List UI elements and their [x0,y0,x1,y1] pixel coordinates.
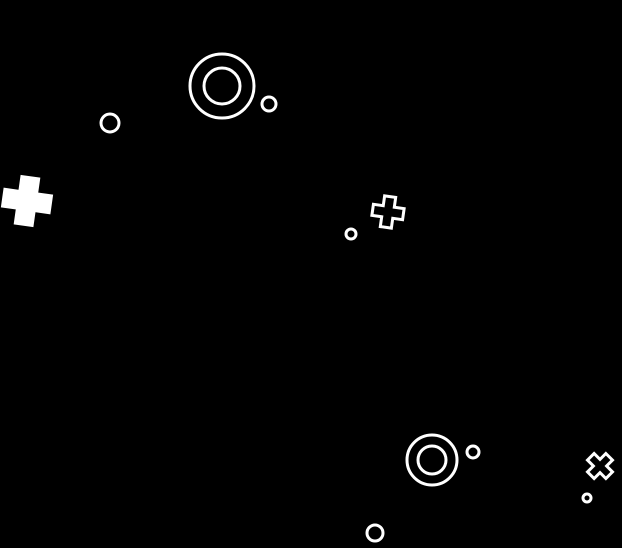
diagonal-cross-marker [585,451,615,481]
circle-marker [344,227,358,241]
outer-circle [405,433,459,487]
filled-cross-marker [0,174,54,228]
inner-circle [202,66,242,106]
outer-circle [188,52,256,120]
circle-marker [365,523,385,543]
outlined-cross-marker [370,194,406,230]
markers-group [0,52,615,543]
circle-marker [581,492,593,504]
circle-marker [99,112,121,134]
concentric-circles-marker [188,52,256,120]
inner-circle [416,444,448,476]
circle-marker [465,444,481,460]
circle-marker [260,95,278,113]
concentric-circles-marker [405,433,459,487]
